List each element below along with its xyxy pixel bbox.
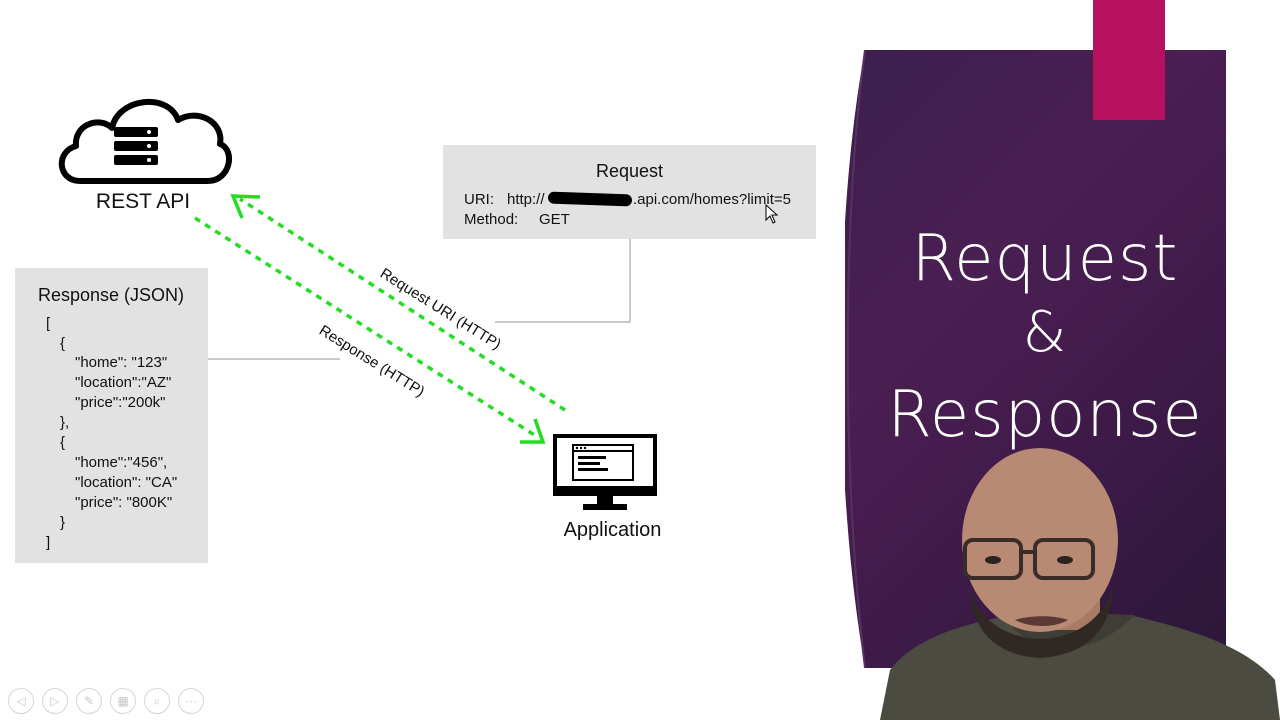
json-line: { xyxy=(60,335,66,352)
response-arrow-line xyxy=(194,216,537,438)
request-method-value: GET xyxy=(539,211,570,228)
slide-title-line-1: Request xyxy=(911,222,1179,296)
json-line: "home":"456", xyxy=(75,454,168,471)
request-uri-label: URI: xyxy=(464,191,494,208)
next-slide-icon[interactable]: ▷ xyxy=(42,688,68,714)
cloud-server-icon xyxy=(58,98,232,184)
slides-grid-icon[interactable]: ▦ xyxy=(110,688,136,714)
json-line: { xyxy=(60,434,66,451)
slide-title-line-2: & xyxy=(1022,300,1068,365)
request-box xyxy=(443,145,816,239)
more-icon[interactable]: ··· xyxy=(178,688,204,714)
json-line: "price": "800K" xyxy=(75,494,173,511)
request-uri-prefix: http:// xyxy=(507,191,545,208)
request-uri-suffix: .api.com/homes?limit=5 xyxy=(633,191,791,208)
rest-api-label: REST API xyxy=(95,190,191,213)
monitor-icon xyxy=(553,434,657,510)
json-line: "home": "123" xyxy=(75,354,168,371)
request-connector-line xyxy=(495,239,631,323)
request-arrow-line xyxy=(239,197,566,412)
pen-icon[interactable]: ✎ xyxy=(76,688,102,714)
json-line: }, xyxy=(60,414,70,431)
json-line: ] xyxy=(46,534,51,551)
prev-slide-icon[interactable]: ◁ xyxy=(8,688,34,714)
response-title: Response (JSON) xyxy=(38,285,185,305)
json-line: "location": "CA" xyxy=(75,474,178,491)
accent-bar xyxy=(1093,0,1165,120)
slide-nav-controls: ◁ ▷ ✎ ▦ ⌕ ··· xyxy=(8,688,204,714)
json-line: } xyxy=(60,514,66,531)
response-box xyxy=(15,268,208,563)
panel-curve-decoration xyxy=(835,50,866,668)
json-line: "location":"AZ" xyxy=(75,374,172,391)
request-method-label: Method: xyxy=(464,211,519,228)
mouse-cursor-icon xyxy=(765,204,779,224)
request-arrow-head xyxy=(230,194,261,219)
json-line: "price":"200k" xyxy=(75,394,166,411)
application-label: Application xyxy=(563,519,662,541)
zoom-icon[interactable]: ⌕ xyxy=(144,688,170,714)
response-arrow-head xyxy=(520,418,546,444)
json-line: [ xyxy=(46,315,51,332)
presenter-webcam xyxy=(880,448,1280,720)
slide-title-line-3: Response xyxy=(887,378,1203,452)
request-title: Request xyxy=(595,161,664,181)
